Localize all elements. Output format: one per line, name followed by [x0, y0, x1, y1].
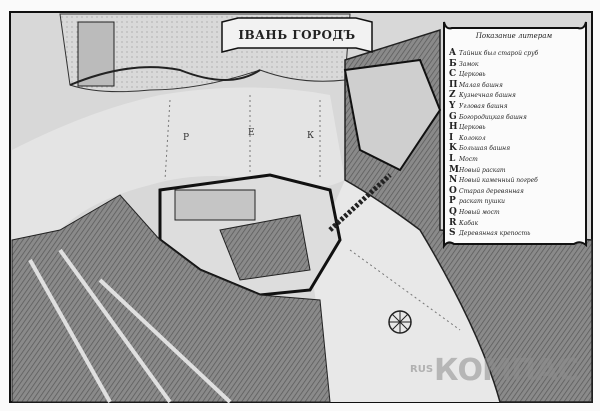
legend-text: Большая башня — [459, 145, 511, 153]
legend-letter: O — [449, 185, 457, 196]
legend-text: Церковь — [459, 124, 486, 132]
river-letter: Е — [248, 128, 255, 138]
legend-letter: K — [449, 143, 457, 154]
legend-letter: G — [449, 111, 457, 122]
legend-letter: L — [449, 153, 456, 164]
legend-text: Новый раскат — [459, 166, 506, 174]
legend-letter: M — [449, 164, 459, 175]
compass-rays — [389, 311, 411, 333]
legend-text: Замок — [459, 60, 479, 68]
legend-letter: A — [449, 48, 456, 58]
legend-letter: П — [449, 79, 458, 90]
castle — [174, 189, 256, 221]
legend-letter: P — [449, 196, 456, 207]
east-fortress — [343, 58, 442, 172]
legend-letter: S — [449, 228, 456, 239]
legend-letter: Б — [449, 58, 457, 69]
map-title: ІВАНЬ ГОРОДЪ — [238, 28, 356, 42]
legend-item: I Колокол — [449, 133, 579, 144]
survey-lines — [164, 95, 461, 331]
legend-letter: C — [449, 69, 457, 80]
fortress-yard — [219, 214, 311, 281]
legend-text: раскат пушки — [459, 198, 506, 206]
watermark: КОМПАС — [434, 353, 579, 388]
legend-letter: R — [449, 217, 457, 228]
legend-text: Новый каменный погреб — [459, 177, 538, 185]
roads — [28, 248, 232, 404]
legend-text: Кабак — [459, 219, 479, 227]
title-banner-scroll — [221, 17, 373, 53]
legend-text: Деревянная крепость — [459, 230, 531, 238]
river-letter: Р — [183, 133, 190, 143]
legend-title: Показание литерам — [475, 32, 553, 40]
legend-letter: N — [449, 175, 458, 186]
river-letter: К — [307, 131, 314, 141]
watermark-prefix: RUS — [410, 364, 434, 375]
legend-text: Угловая башня — [459, 102, 508, 110]
bridge — [328, 173, 392, 232]
legend-text: Тайник был старой сруб — [459, 50, 539, 57]
legend-cartouche — [443, 21, 587, 250]
river-lower — [310, 180, 500, 402]
legend-letter: Z — [449, 90, 456, 101]
southwest-fields — [11, 194, 331, 403]
shoreline — [69, 66, 261, 86]
legend-letter: Q — [449, 206, 457, 217]
legend-text: Колокол — [459, 134, 486, 142]
legend-letter: Y — [449, 100, 456, 111]
legend-text: Старая деревянная — [459, 187, 524, 195]
legend-text: Кузнечная башня — [459, 92, 516, 100]
legend-letter: H — [449, 122, 458, 133]
legend-text: Мост — [459, 155, 478, 163]
legend-text: Малая башня — [459, 81, 503, 89]
legend-letter: I — [449, 132, 454, 143]
legend-text: Новый мост — [459, 208, 500, 216]
legend-text: Богородицкая башня — [459, 113, 527, 121]
river — [12, 87, 345, 240]
legend-text: Церковь — [459, 71, 486, 79]
